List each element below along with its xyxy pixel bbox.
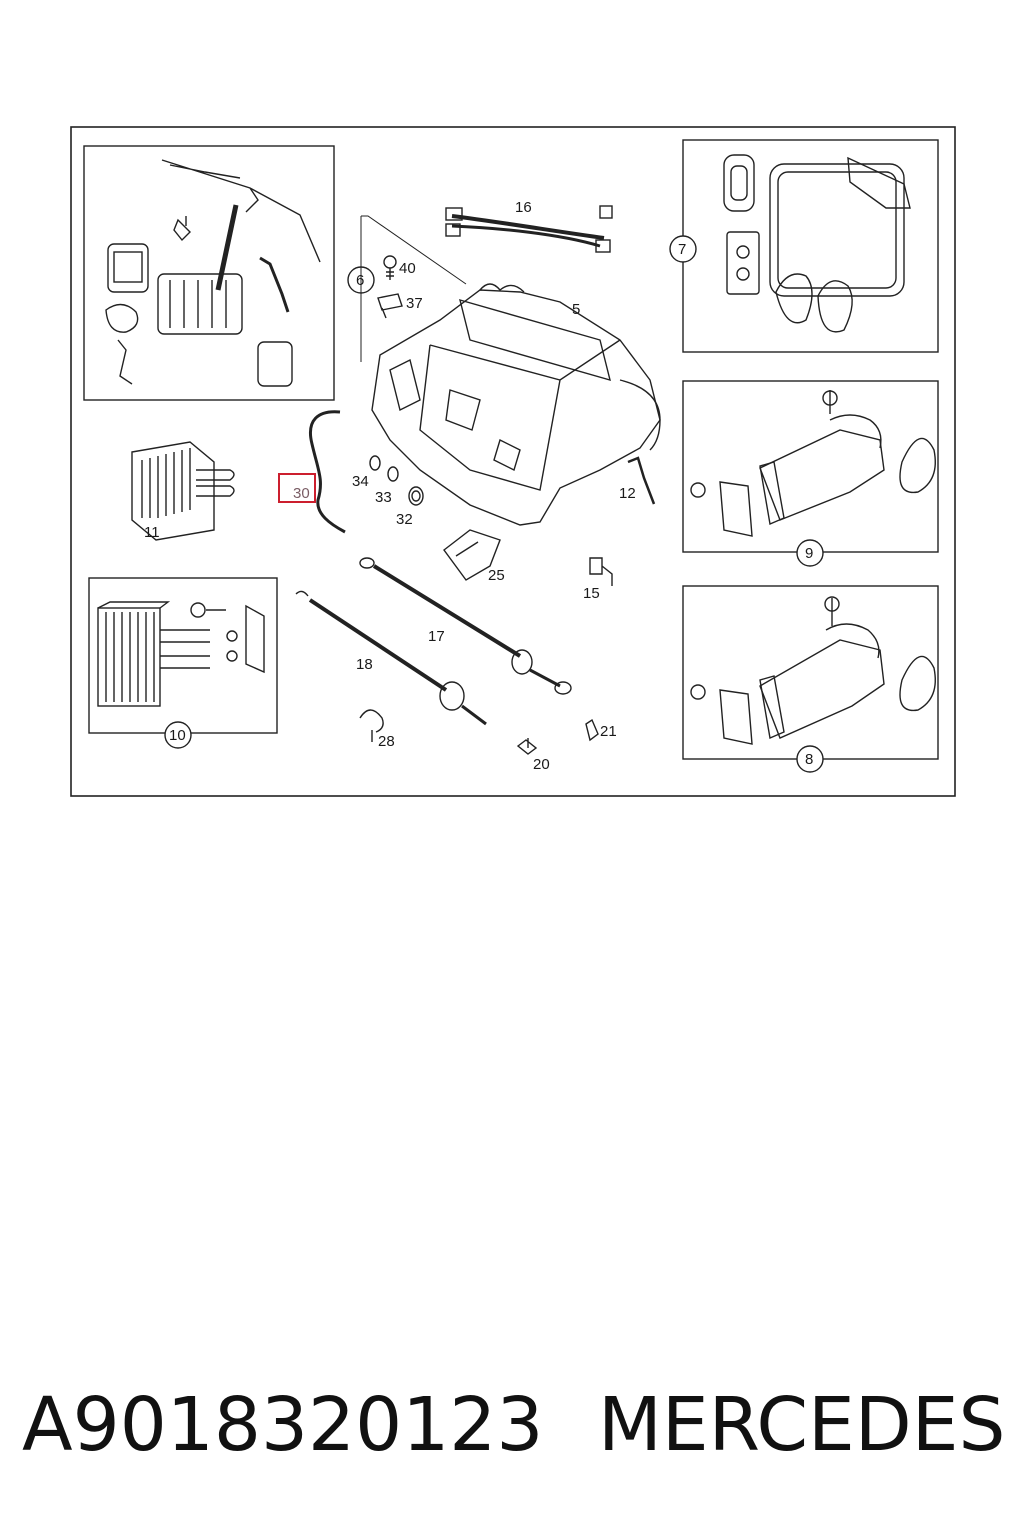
callout-circle-10 — [164, 721, 192, 749]
callout-circle-8 — [796, 745, 824, 773]
wiring-harness-drawing — [445, 205, 613, 253]
highlight-box-30 — [278, 473, 316, 503]
callout-9: 9 — [805, 545, 813, 562]
callout-30: 30 — [293, 485, 310, 502]
callout-40: 40 — [399, 260, 416, 277]
heater-core-10-drawing — [97, 601, 265, 707]
sensor-12-drawing — [627, 456, 656, 505]
part-number: A9018320123 — [22, 1382, 544, 1468]
valve-9-drawing — [690, 390, 936, 537]
bracket-20-drawing — [516, 738, 538, 755]
clip-37-drawing — [377, 293, 403, 319]
brand-name: MERCEDES — [598, 1382, 1006, 1468]
callout-21: 21 — [600, 723, 617, 740]
callout-33: 33 — [375, 489, 392, 506]
inset-box-6 — [83, 145, 335, 401]
callout-17: 17 — [428, 628, 445, 645]
gasket-set-drawing — [723, 154, 911, 333]
bowden-cable-17-drawing — [359, 557, 572, 695]
hose-30-drawing — [309, 410, 346, 534]
callout-6: 6 — [356, 272, 364, 289]
callout-20: 20 — [533, 756, 550, 773]
clip-28-drawing — [359, 709, 384, 742]
inset-box-9 — [682, 380, 939, 553]
callout-circle-7 — [669, 235, 697, 263]
heater-core-11-drawing — [131, 441, 235, 541]
seal-34-drawing — [369, 455, 381, 471]
callout-7: 7 — [678, 241, 686, 258]
callout-37: 37 — [406, 295, 423, 312]
seal-33-drawing — [387, 466, 399, 482]
inset-box-8 — [682, 585, 939, 760]
bracket-25-drawing — [443, 529, 501, 581]
valve-8-drawing — [690, 596, 936, 745]
clip-21-drawing — [585, 718, 599, 742]
callout-34: 34 — [352, 473, 369, 490]
heater-housing-drawing — [371, 283, 661, 526]
seal-32-drawing — [408, 486, 424, 506]
clip-15-drawing — [589, 557, 613, 586]
callout-circle-9 — [796, 539, 824, 567]
callout-10: 10 — [169, 727, 186, 744]
callout-18: 18 — [356, 656, 373, 673]
callout-15: 15 — [583, 585, 600, 602]
actuator-kit-drawing — [105, 159, 321, 387]
callout-16: 16 — [515, 199, 532, 216]
diagram-frame — [70, 126, 956, 797]
screw-40-drawing — [383, 255, 397, 280]
callout-32: 32 — [396, 511, 413, 528]
callout-8: 8 — [805, 751, 813, 768]
bowden-cable-18-drawing — [295, 590, 487, 726]
callout-12: 12 — [619, 485, 636, 502]
callout-28: 28 — [378, 733, 395, 750]
callout-11: 11 — [144, 524, 160, 541]
callout-25: 25 — [488, 567, 505, 584]
callout-5: 5 — [572, 301, 580, 318]
